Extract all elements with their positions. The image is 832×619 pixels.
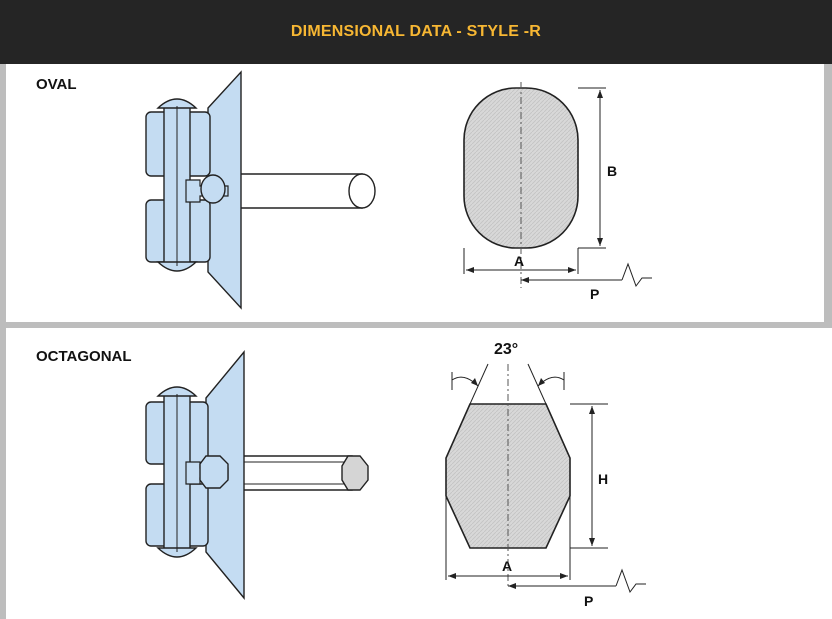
- oval-break-mark: [621, 262, 652, 288]
- section-divider: [0, 322, 832, 328]
- octagonal-gasket-rod: [227, 455, 353, 491]
- octagonal-rod-end: [341, 455, 369, 491]
- octagonal-dim-angle: 23°: [494, 341, 518, 358]
- octagonal-gasket-diagram: 23° H A P: [445, 341, 646, 609]
- oval-bolt-head-top: [156, 98, 198, 109]
- octagonal-bolt-head-top: [156, 386, 198, 397]
- oval-rod-end: [348, 173, 376, 209]
- frame-left-border: [0, 64, 6, 619]
- octagonal-dim-p: P: [584, 593, 593, 609]
- frame-right-border: [824, 64, 832, 324]
- section-label-oval: OVAL: [36, 76, 77, 93]
- page-header: DIMENSIONAL DATA - STYLE -R: [0, 0, 832, 64]
- octagonal-dim-h: H: [598, 471, 608, 487]
- oval-gasket-section: [200, 174, 226, 204]
- oval-dim-a: A: [514, 253, 524, 269]
- oval-dim-p: P: [590, 286, 599, 302]
- oval-clamp-assembly: [145, 70, 376, 310]
- octagonal-clamp-assembly: [145, 350, 369, 600]
- octagonal-break-mark: [615, 568, 646, 594]
- oval-dim-b: B: [607, 163, 617, 179]
- oval-gasket-rod: [227, 173, 363, 209]
- oval-gasket-diagram: B A P: [463, 82, 652, 302]
- oval-bolt-head-bottom: [156, 261, 198, 272]
- section-label-octagonal: OCTAGONAL: [36, 348, 132, 365]
- octagonal-gasket-section: [199, 455, 229, 489]
- header-title: DIMENSIONAL DATA - STYLE -R: [290, 23, 542, 40]
- octagonal-bolt-head-bottom: [156, 547, 198, 558]
- octagonal-dim-a: A: [502, 558, 512, 574]
